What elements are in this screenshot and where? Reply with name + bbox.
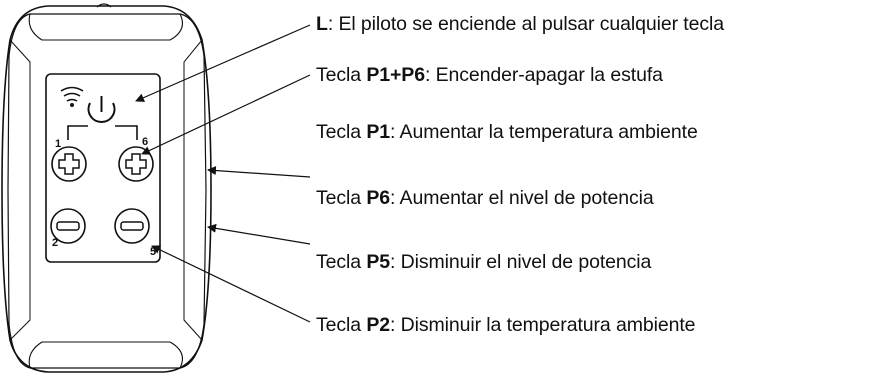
label-key: P5	[366, 251, 390, 273]
p6-plus-button[interactable]	[118, 146, 154, 182]
p2-minus-button[interactable]	[50, 208, 86, 244]
key-marker-p1: 1	[55, 138, 61, 150]
p5-minus-button[interactable]	[114, 208, 150, 244]
leader-line-P1	[207, 166, 311, 178]
label-text: : Disminuir la temperatura ambiente	[390, 314, 696, 336]
leader-line-L	[135, 24, 311, 102]
label-P1: Tecla P1: Aumentar la temperatura ambien…	[316, 120, 698, 144]
label-prefix: Tecla	[316, 121, 367, 143]
minus-icon	[56, 221, 80, 231]
label-prefix: Tecla	[316, 187, 367, 209]
label-key: P1+P6	[366, 64, 425, 86]
leader-line-P5	[151, 245, 311, 323]
label-P5: Tecla P5: Disminuir el nivel de potencia	[316, 250, 651, 274]
plus-icon	[125, 153, 147, 175]
label-prefix: Tecla	[316, 314, 367, 336]
label-L: L: El piloto se enciende al pulsar cualq…	[316, 12, 724, 36]
label-text: : Aumentar la temperatura ambiente	[390, 121, 698, 143]
keypad-panel	[45, 73, 161, 263]
power-icon	[87, 96, 116, 124]
plus-icon	[58, 153, 80, 175]
label-key: L	[316, 13, 328, 35]
label-text: : Encender-apagar la estufa	[424, 64, 663, 86]
label-key: P1	[366, 121, 390, 143]
label-P6: Tecla P6: Aumentar el nivel de potencia	[316, 186, 654, 210]
label-text: : Disminuir el nivel de potencia	[390, 251, 652, 273]
label-text: : El piloto se enciende al pulsar cualqu…	[327, 13, 724, 35]
key-marker-p2: 2	[52, 237, 58, 249]
label-P2: Tecla P2: Disminuir la temperatura ambie…	[316, 313, 695, 337]
label-prefix: Tecla	[316, 251, 367, 273]
label-key: P2	[366, 314, 390, 336]
label-prefix: Tecla	[316, 64, 367, 86]
label-key: P6	[366, 187, 390, 209]
key-marker-p6: 6	[142, 136, 148, 148]
minus-icon	[120, 221, 144, 231]
p1-plus-button[interactable]	[51, 146, 87, 182]
remote-body	[1, 3, 212, 373]
leader-line-P6	[207, 223, 311, 245]
p1-p6-bracket	[67, 125, 138, 140]
label-text: : Aumentar el nivel de potencia	[390, 187, 654, 209]
leader-line-P1P6	[141, 74, 311, 155]
wifi-signal-icon	[60, 86, 84, 107]
label-P1P6: Tecla P1+P6: Encender-apagar la estufa	[316, 63, 663, 87]
